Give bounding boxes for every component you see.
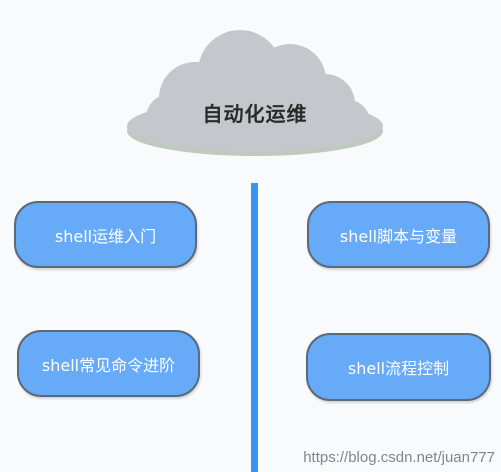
vertical-divider: [251, 183, 258, 472]
cloud-shape: [127, 30, 383, 156]
node-shell-intro: shell运维入门: [14, 201, 197, 268]
node-shell-flow-control: shell流程控制: [306, 333, 491, 401]
node-shell-commands-advanced: shell常见命令进阶: [17, 330, 200, 397]
node-shell-scripts-variables: shell脚本与变量: [307, 201, 490, 268]
watermark-text: https://blog.csdn.net/juan777: [303, 449, 495, 466]
diagram-title: 自动化运维: [202, 102, 308, 126]
